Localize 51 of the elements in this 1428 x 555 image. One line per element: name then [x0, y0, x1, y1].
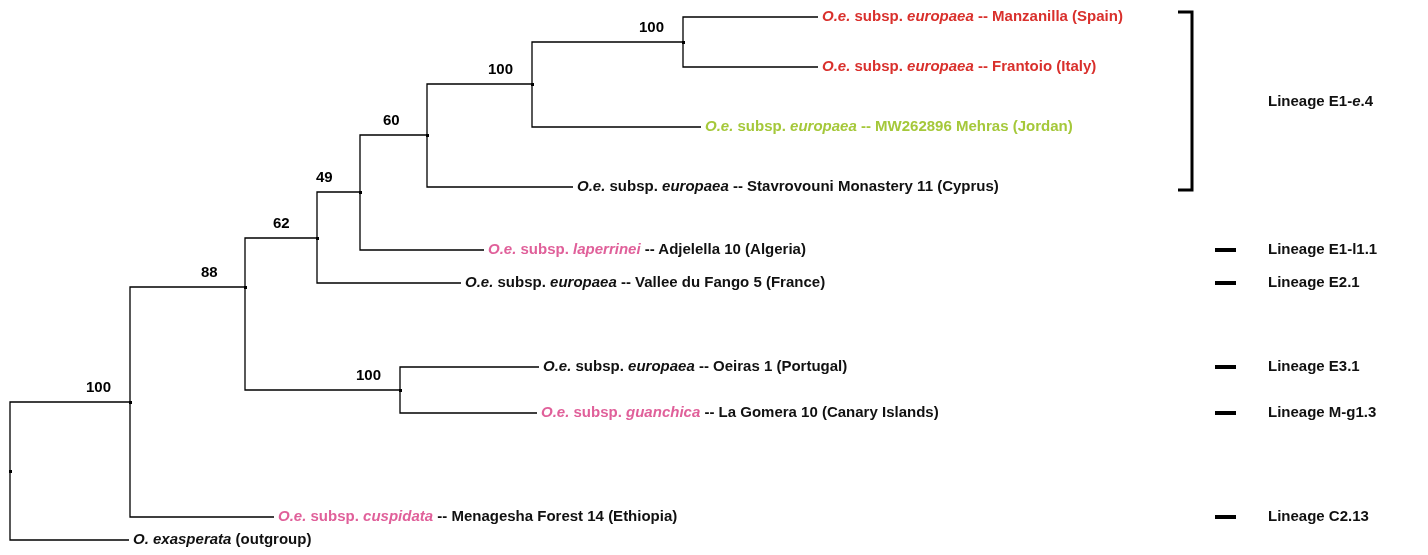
taxon-label: O.e. subsp. europaea -- Vallee du Fango 5 (France): [465, 273, 826, 291]
lineage-label: Lineage E3.1: [1268, 357, 1360, 375]
bootstrap-value: 100: [86, 378, 112, 396]
lineage-label: Lineage E1-e.4: [1268, 92, 1374, 110]
bootstrap-value: 100: [488, 60, 514, 78]
tree-branch: [531, 41, 684, 85]
tree-branch: [244, 237, 318, 288]
tree-branch: [316, 191, 361, 239]
bootstrap-value: 60: [383, 111, 400, 129]
lineage-label: Lineage C2.13: [1268, 507, 1369, 525]
branch-node: [531, 83, 534, 86]
tree-branch: [682, 16, 819, 43]
branch-node: [316, 237, 319, 240]
lineage-label: Lineage E2.1: [1268, 273, 1360, 291]
tree-branch: [244, 286, 401, 391]
lineage-label: Lineage E1-l1.1: [1268, 240, 1378, 258]
branch-node: [359, 191, 362, 194]
tree-branch: [399, 389, 538, 414]
taxon-label: O.e. subsp. laperrinei -- Adjelella 10 (Algeria): [488, 240, 806, 258]
tree-branch: [531, 83, 702, 128]
tree-branch: [399, 366, 540, 391]
tree-branch: [9, 470, 130, 541]
taxon-label: O.e. subsp. europaea -- Stavrovouni Monastery 11 (Cyprus): [577, 177, 999, 195]
branch-node: [129, 401, 132, 404]
taxon-label: O. exasperata (outgroup): [133, 530, 312, 548]
bootstrap-value: 100: [356, 366, 382, 384]
tree-branch: [682, 41, 819, 68]
bootstrap-value: 49: [316, 168, 333, 186]
bootstrap-value: 88: [201, 263, 218, 281]
taxon-label: O.e. subsp. europaea -- Manzanilla (Spain): [822, 7, 1123, 25]
taxon-label: O.e. subsp. europaea -- Frantoio (Italy): [822, 57, 1097, 75]
tree-branch: [426, 83, 533, 136]
taxon-label: O.e. subsp. europaea -- Oeiras 1 (Portugal): [543, 357, 848, 375]
tree-branch: [316, 237, 462, 284]
tree-branch: [426, 134, 574, 188]
bootstrap-value: 62: [273, 214, 290, 232]
tree-branch: [359, 134, 428, 193]
branch-node: [682, 41, 685, 44]
taxon-label: O.e. subsp. guanchica -- La Gomera 10 (Canary Islands): [541, 403, 939, 421]
lineage-label: Lineage M-g1.3: [1268, 403, 1377, 421]
branch-node: [9, 470, 12, 473]
tree-branch: [129, 401, 275, 518]
taxon-label: O.e. subsp. cuspidata -- Menagesha Forest 14 (Ethiopia): [278, 507, 678, 525]
branch-node: [244, 286, 247, 289]
taxon-label: O.e. subsp. europaea -- MW262896 Mehras (Jordan): [705, 117, 1073, 135]
branch-node: [399, 389, 402, 392]
bootstrap-value: 100: [639, 18, 665, 36]
tree-branch: [9, 401, 131, 472]
tree-branch: [359, 191, 485, 251]
branch-node: [426, 134, 429, 137]
tree-branch: [129, 286, 246, 403]
